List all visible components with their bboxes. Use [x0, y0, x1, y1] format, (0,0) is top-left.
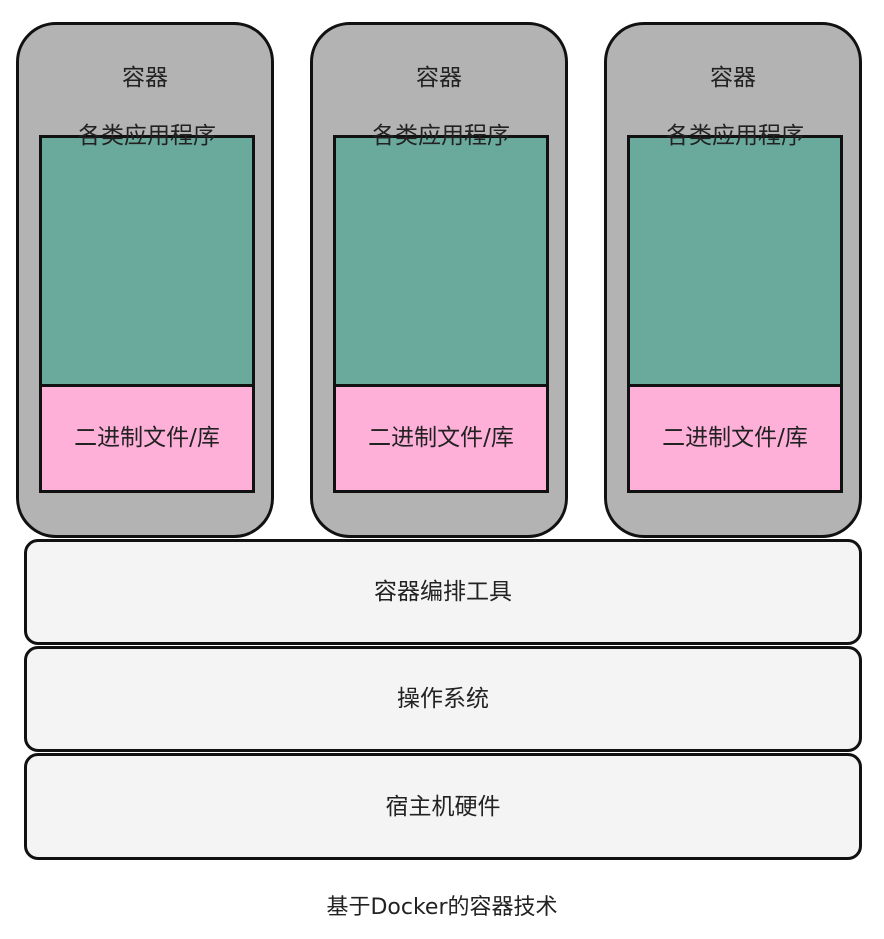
diagram-caption: 基于Docker的容器技术: [326, 895, 558, 920]
applications-label: 各类应用程序: [372, 123, 510, 149]
operating-system-layer: 操作系统: [24, 646, 862, 752]
container-title: 容器: [710, 65, 756, 91]
binaries-libraries-box: 二进制文件/库: [39, 384, 255, 493]
container-box-2: 容器 各类应用程序 二进制文件/库: [310, 22, 568, 538]
binaries-libraries-box: 二进制文件/库: [333, 384, 549, 493]
operating-system-label: 操作系统: [397, 686, 489, 712]
container-box-1: 容器 各类应用程序 二进制文件/库: [16, 22, 274, 538]
binaries-libraries-box: 二进制文件/库: [627, 384, 843, 493]
host-hardware-label: 宿主机硬件: [385, 793, 501, 820]
binaries-libraries-label: 二进制文件/库: [74, 424, 220, 451]
binaries-libraries-label: 二进制文件/库: [368, 424, 514, 451]
applications-box: 各类应用程序: [39, 123, 255, 387]
applications-label: 各类应用程序: [666, 123, 804, 149]
container-box-3: 容器 各类应用程序 二进制文件/库: [604, 22, 862, 538]
applications-label: 各类应用程序: [78, 123, 216, 149]
applications-box: 各类应用程序: [333, 123, 549, 387]
binaries-libraries-label: 二进制文件/库: [662, 424, 808, 451]
container-title: 容器: [122, 65, 168, 91]
orchestration-layer: 容器编排工具: [24, 539, 862, 645]
applications-box: 各类应用程序: [627, 123, 843, 387]
host-hardware-layer: 宿主机硬件: [24, 753, 862, 860]
container-title: 容器: [416, 65, 462, 91]
orchestration-label: 容器编排工具: [374, 579, 512, 605]
